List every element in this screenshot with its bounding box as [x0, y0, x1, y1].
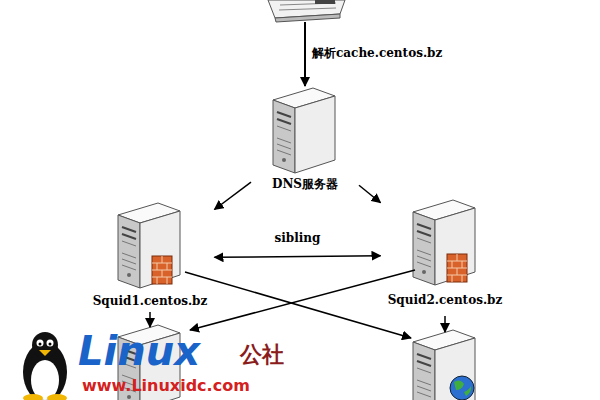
watermark-logo: Linux: [78, 328, 200, 374]
web-server-icon: [413, 330, 475, 400]
query-label: 解析cache.centos.bz: [312, 45, 442, 62]
squid-server-icon: [413, 200, 475, 285]
client-computer: [268, 0, 345, 22]
server-node: Squid2.centos.bz: [383, 198, 508, 312]
server-node: DNS服务器: [253, 86, 357, 197]
server-name: Squid1.centos.bz: [93, 294, 208, 308]
fetch-line: [185, 272, 411, 338]
squid-server-icon: [118, 203, 180, 288]
edge-label: sibling: [272, 231, 324, 245]
globe-icon: [450, 376, 474, 400]
watermark-url: www.Linuxidc.com: [82, 376, 250, 395]
fetch-line: [444, 316, 446, 332]
connector-arrow: [359, 185, 381, 202]
watermark-logo: 公社: [240, 340, 284, 370]
server-name: Squid2.centos.bz: [388, 293, 503, 307]
dns-server-icon: [273, 88, 335, 173]
server-node: Squid1.centos.bz: [88, 203, 213, 313]
fetch-line: [190, 270, 415, 330]
connector-arrow: [215, 256, 381, 258]
connector-arrow: [215, 182, 252, 209]
firewall-icon: [152, 256, 172, 284]
server-name: DNS服务器: [272, 176, 338, 193]
firewall-icon: [447, 254, 467, 282]
penguin-logo: [23, 332, 67, 400]
query-arrow: [304, 22, 306, 86]
fetch-line: [149, 312, 151, 327]
